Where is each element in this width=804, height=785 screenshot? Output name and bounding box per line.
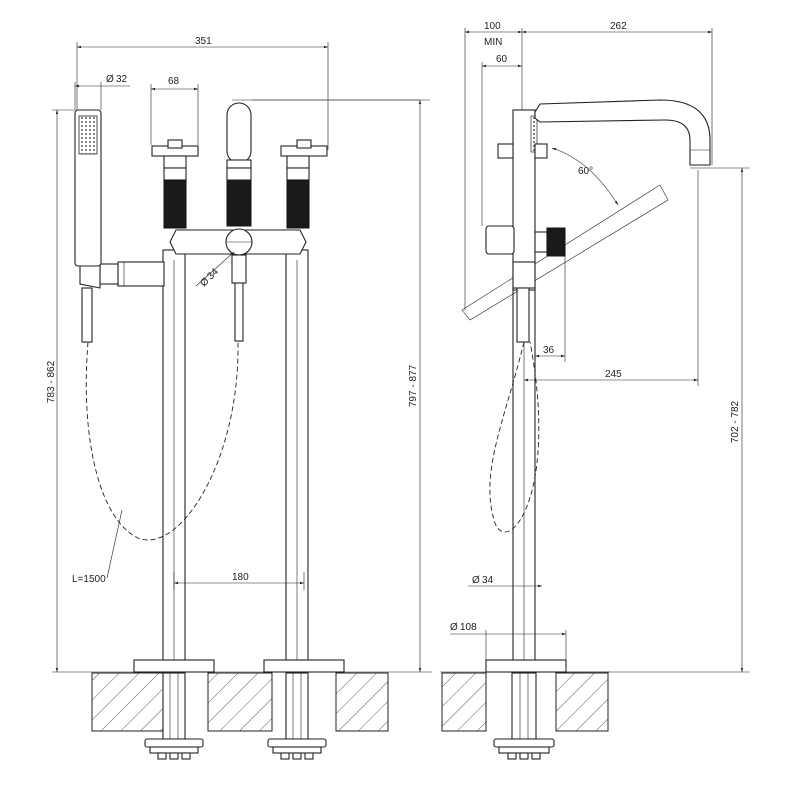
floor-block [207, 672, 273, 732]
dim-hand-shower-height: 783 - 862 [46, 360, 57, 403]
floor-block [555, 672, 609, 732]
dim-body-diameter: 34 [205, 266, 221, 282]
dim-diameter-symbol: Ø [106, 74, 114, 85]
hand-shower-holder [79, 261, 165, 289]
side-hose-connector [516, 287, 530, 343]
dim-swivel-angle: 60° [578, 166, 593, 177]
hose-length-label: L=1500 [72, 574, 106, 585]
dim-column-diameter: 34 [482, 575, 494, 586]
side-underfloor-fitting [493, 672, 555, 760]
dim-diameter-symbol: Ø [450, 622, 458, 633]
side-spout [534, 99, 711, 166]
front-view: L=1500 351 68 Ø 32 Ø 34 180 783 - 862 [46, 36, 432, 760]
dim-offset: 60 [496, 54, 508, 65]
dim-diameter-symbol: Ø [472, 575, 480, 586]
side-shower-hose [489, 341, 540, 533]
dim-spout-reach: 245 [605, 369, 622, 380]
swivel-clearance-zone [461, 184, 669, 321]
hand-shower [74, 109, 102, 343]
dim-hand-shower-diameter: 32 [116, 74, 128, 85]
dim-min-label: MIN [484, 37, 502, 48]
floor-block [441, 672, 487, 732]
right-underfloor-fitting [267, 672, 327, 760]
dim-spout-projection: 262 [610, 21, 627, 32]
dim-overall-height: 797 - 877 [408, 364, 419, 407]
left-base-plate [133, 659, 215, 673]
dim-column-spacing: 180 [232, 572, 249, 583]
dim-base-diameter: 108 [460, 622, 477, 633]
front-spout [226, 102, 252, 227]
side-base-plate [485, 659, 567, 673]
hose-outlet [231, 254, 247, 284]
side-knurled-handle [546, 227, 566, 257]
floor-block [91, 672, 167, 732]
left-underfloor-fitting [144, 672, 204, 760]
dim-total-width: 351 [195, 36, 212, 47]
dim-spout-height: 702 - 782 [730, 400, 741, 443]
dim-min-clearance: 100 [484, 21, 501, 32]
dim-handle-depth: 36 [543, 345, 555, 356]
left-cross-handle [151, 139, 199, 229]
floor-block [335, 672, 389, 732]
dim-handle-width: 68 [168, 76, 180, 87]
right-base-plate [263, 659, 345, 673]
side-handle-stub [497, 143, 514, 159]
shower-hose [85, 341, 239, 541]
hose-connector [234, 282, 244, 342]
right-cross-handle [280, 139, 328, 229]
side-view: 60° 100 MIN 262 60 36 245 702 - 782 Ø 34 [440, 21, 750, 760]
side-diverter [485, 225, 515, 255]
